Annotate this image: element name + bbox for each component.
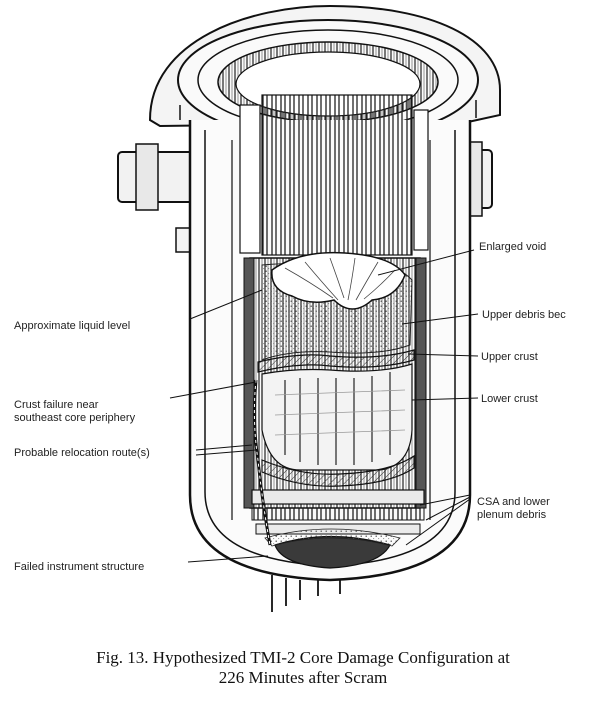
reactor-vessel-diagram: Enlarged void Upper debris bec Upper cru… bbox=[14, 4, 566, 612]
label-lower-crust: Lower crust bbox=[481, 393, 538, 405]
label-csa-lower-plenum-1: CSA and lower bbox=[477, 496, 550, 508]
label-crust-failure-1: Crust failure near bbox=[14, 399, 99, 411]
label-approx-liquid-level: Approximate liquid level bbox=[14, 320, 130, 332]
label-csa-lower-plenum-2: plenum debris bbox=[477, 509, 547, 521]
caption-line-2: 226 Minutes after Scram bbox=[218, 668, 388, 687]
label-upper-debris-bed: Upper debris bec bbox=[482, 309, 566, 321]
leader-lines bbox=[169, 249, 479, 563]
upper-crust bbox=[257, 349, 415, 373]
core-support-assembly bbox=[251, 489, 425, 535]
label-upper-crust: Upper crust bbox=[481, 351, 538, 363]
label-failed-instrument: Failed instrument structure bbox=[14, 561, 144, 573]
figure-caption: Fig. 13. Hypothesized TMI-2 Core Damage … bbox=[0, 648, 606, 688]
label-enlarged-void: Enlarged void bbox=[479, 241, 546, 253]
lower-crust bbox=[261, 454, 415, 487]
caption-line-1: Fig. 13. Hypothesized TMI-2 Core Damage … bbox=[96, 648, 510, 667]
label-relocation-routes: Probable relocation route(s) bbox=[14, 447, 150, 459]
label-crust-failure-2: southeast core periphery bbox=[14, 412, 136, 424]
void-contour-lines bbox=[284, 257, 396, 301]
instrument-tubes bbox=[271, 575, 341, 612]
upper-plenum-columns bbox=[239, 94, 429, 256]
